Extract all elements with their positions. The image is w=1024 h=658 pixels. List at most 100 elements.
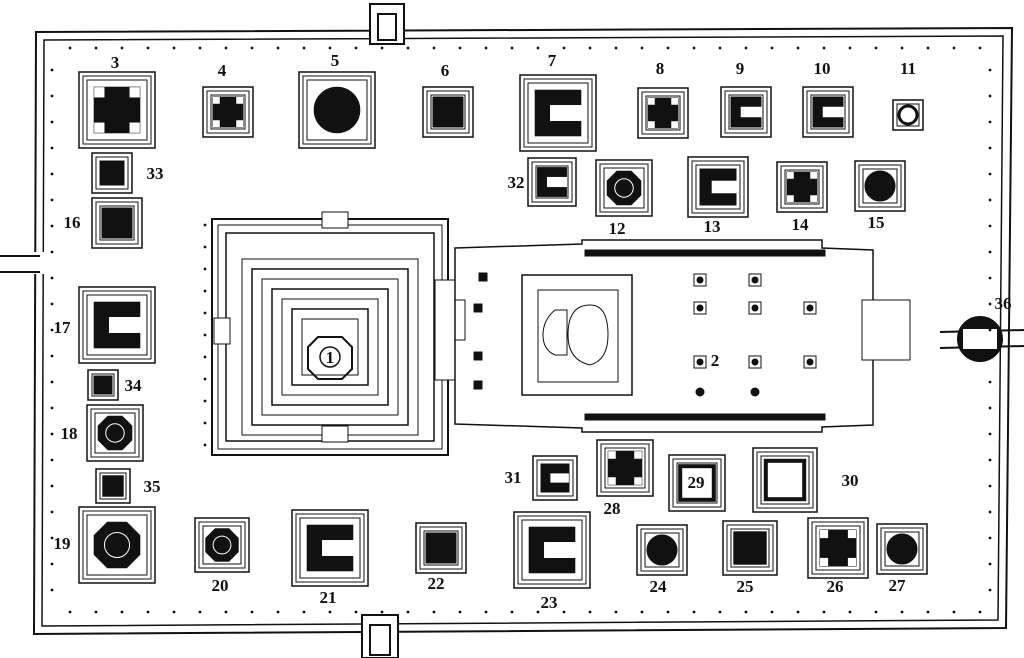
labels: 1 3 4 5 6 7 8 9 10 11 33 32 16 12 13 14 … xyxy=(54,51,1012,612)
label-8: 8 xyxy=(656,59,665,78)
label-11: 11 xyxy=(900,59,916,78)
label-7: 7 xyxy=(548,51,557,70)
pillar xyxy=(748,355,762,369)
label-25: 25 xyxy=(737,577,754,596)
shrine-14 xyxy=(776,161,828,213)
shrine-19 xyxy=(78,506,156,584)
pillar xyxy=(473,351,483,361)
shrine-8 xyxy=(637,87,689,139)
shrine-29 xyxy=(668,454,726,512)
label-2: 2 xyxy=(711,351,720,370)
pillar-core xyxy=(751,358,759,366)
shrine-21 xyxy=(291,509,369,587)
sanctum-altar-west xyxy=(542,309,568,356)
shrine-24 xyxy=(636,524,688,576)
pillar xyxy=(750,387,760,397)
label-23: 23 xyxy=(541,593,558,612)
stupa-terrace xyxy=(271,288,389,406)
pillar xyxy=(473,380,483,390)
shrine-5 xyxy=(298,71,376,149)
label-text: 1 xyxy=(326,348,335,367)
shrine-10 xyxy=(802,86,854,138)
label-3: 3 xyxy=(111,53,120,72)
main-hall xyxy=(454,239,911,433)
boundary-markers xyxy=(50,46,992,614)
stupa-south-stair xyxy=(321,425,349,443)
label-34: 34 xyxy=(125,376,143,395)
shrine-27 xyxy=(876,523,928,575)
shrine-4 xyxy=(202,86,254,138)
stupa-terrace xyxy=(251,268,409,426)
hall-north-wall xyxy=(584,249,826,257)
pillar-core xyxy=(806,304,814,312)
pillar xyxy=(748,301,762,315)
label-26: 26 xyxy=(827,577,844,596)
sanctum-inner xyxy=(537,289,619,383)
shrine-7 xyxy=(519,74,597,152)
label-19: 19 xyxy=(54,534,71,553)
outer-wall xyxy=(32,26,1014,636)
sanctum xyxy=(521,274,633,396)
shrine-26 xyxy=(807,517,869,579)
label-17: 17 xyxy=(54,318,72,337)
shrine-34 xyxy=(87,369,119,401)
stupa-terrace xyxy=(291,308,369,386)
south-gate xyxy=(361,614,399,658)
stupa-north-stair xyxy=(321,211,349,229)
label-28: 28 xyxy=(604,499,621,518)
west-entrance xyxy=(0,252,46,274)
shrine-6 xyxy=(422,86,474,138)
shrine-11 xyxy=(892,99,924,131)
stupa-terrace xyxy=(261,278,399,416)
pillar-core xyxy=(696,304,704,312)
stupa-west-stair xyxy=(213,317,231,345)
label-27: 27 xyxy=(889,576,907,595)
shrine-20 xyxy=(194,517,250,573)
label-22: 22 xyxy=(428,574,445,593)
shrine-31 xyxy=(532,455,578,501)
east-gate xyxy=(939,316,1024,362)
stupa-terrace xyxy=(301,318,359,376)
pillar-core xyxy=(806,358,814,366)
shrine-23 xyxy=(513,511,591,589)
hall-south-wall xyxy=(584,413,826,421)
main-stupa xyxy=(211,211,466,456)
shrine-3 xyxy=(78,71,156,149)
hall-outer-wall xyxy=(454,239,874,433)
stupa-terrace xyxy=(281,298,379,396)
label-13: 13 xyxy=(704,217,721,236)
label-24: 24 xyxy=(650,577,668,596)
north-gate xyxy=(369,3,405,45)
label-29: 29 xyxy=(688,473,705,492)
label-14: 14 xyxy=(792,215,810,234)
pillar xyxy=(473,303,483,313)
shrine-30 xyxy=(752,447,818,513)
pillar xyxy=(695,387,705,397)
label-9: 9 xyxy=(736,59,745,78)
label-36: 36 xyxy=(995,294,1012,313)
label-18: 18 xyxy=(61,424,78,443)
shrine-18 xyxy=(86,404,144,462)
label-6: 6 xyxy=(441,61,450,80)
label-30: 30 xyxy=(842,471,859,490)
pillar xyxy=(748,273,762,287)
pillar xyxy=(693,301,707,315)
label-31: 31 xyxy=(505,468,522,487)
shrine-15 xyxy=(854,160,906,212)
label-35: 35 xyxy=(144,477,161,496)
shrine-13 xyxy=(687,156,749,218)
shrine-22 xyxy=(415,522,467,574)
pillar xyxy=(803,355,817,369)
pillar-core xyxy=(696,358,704,366)
label-12: 12 xyxy=(609,219,626,238)
pillar-core xyxy=(751,304,759,312)
pillar xyxy=(693,273,707,287)
pillar-core xyxy=(696,276,704,284)
pillar xyxy=(478,272,488,282)
label-21: 21 xyxy=(320,588,337,607)
label-32: 32 xyxy=(508,173,525,192)
shrine-32 xyxy=(527,157,577,207)
shrine-35 xyxy=(95,468,131,504)
label-1: 1 xyxy=(319,346,341,368)
